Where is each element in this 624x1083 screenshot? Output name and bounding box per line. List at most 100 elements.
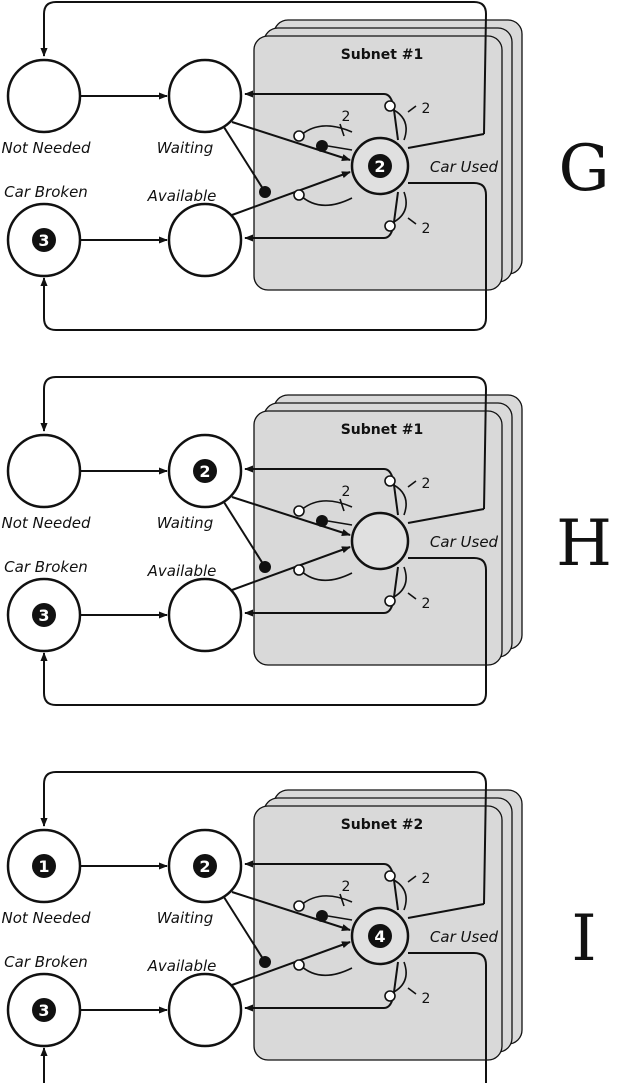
label-not-needed: Not Needed: [2, 514, 91, 532]
arc-waiting-carused: [231, 891, 351, 931]
car-used-top-out: [407, 508, 485, 524]
weight-label-upper-right: 2: [422, 101, 431, 117]
arc-waiting-carused: [231, 121, 351, 161]
weight-label-upper-left: 2: [342, 879, 351, 895]
inhibitor-dot-lower: [259, 956, 271, 968]
inhibitor-circle-upper-left: [293, 130, 305, 142]
label-waiting: Waiting: [157, 514, 213, 532]
place-not-needed: [6, 58, 82, 134]
subnet-label: Subnet #1: [341, 422, 424, 438]
inhibitor-circle-upper-left: [293, 900, 305, 912]
tick-upper-left: [339, 123, 345, 137]
tick-lower-right: [407, 592, 417, 600]
place-not-needed: [6, 433, 82, 509]
tick-upper-left: [339, 498, 345, 512]
inhibitor-dot-upper: [316, 140, 328, 152]
inhibitor-circle-lower-right: [384, 220, 396, 232]
tick-upper-left: [339, 893, 345, 907]
inhibitor-circle-upper-right: [384, 475, 396, 487]
inhibitor-circle-upper-right: [384, 100, 396, 112]
token-count-car-used: 2: [374, 157, 385, 176]
inhibitor-circle-upper-right: [384, 870, 396, 882]
arc-available-carused: [231, 941, 351, 986]
inhibitor-dot-lower: [259, 186, 271, 198]
label-available: Available: [147, 562, 217, 580]
arc-waiting-diagonal: [221, 123, 266, 193]
label-not-needed: Not Needed: [2, 139, 91, 157]
label-car-broken: Car Broken: [4, 558, 88, 576]
inhibitor-dot-upper: [316, 910, 328, 922]
inhibitor-circle-upper-left: [293, 505, 305, 517]
arc-waiting-diagonal: [221, 498, 266, 568]
label-car-broken: Car Broken: [4, 953, 88, 971]
label-available: Available: [147, 187, 217, 205]
weight-label-upper-right: 2: [422, 871, 431, 887]
place-available: [167, 972, 243, 1048]
label-car-used: Car Used: [430, 928, 499, 946]
car-used-top-out: [407, 133, 485, 149]
arc-available-carused: [231, 546, 351, 591]
tick-upper-right: [407, 480, 417, 488]
label-car-broken: Car Broken: [4, 183, 88, 201]
label-available: Available: [147, 957, 217, 975]
token-count-waiting: 2: [199, 857, 210, 876]
weight-label-upper-right: 2: [422, 476, 431, 492]
loop-arc-bottom: [40, 557, 487, 706]
token-car-broken: [32, 603, 56, 627]
tick-upper-right: [407, 105, 417, 113]
place-available: [167, 577, 243, 653]
token-count-car-broken: 3: [38, 606, 49, 625]
label-car-used: Car Used: [430, 533, 499, 551]
token-count-car-used: 4: [374, 927, 385, 946]
token-not-needed: [32, 854, 56, 878]
inhibitor-circle-lower-right: [384, 990, 396, 1002]
inhibitor-circle-lower-left: [293, 959, 305, 971]
place-available: [167, 202, 243, 278]
weight-label-upper-left: 2: [342, 484, 351, 500]
panel-letter: I: [571, 902, 596, 976]
inhibitor-circle-lower-left: [293, 189, 305, 201]
inhibitor-circle-lower-left: [293, 564, 305, 576]
loop-arc-top: [40, 1, 488, 135]
arc-waiting-diagonal: [221, 893, 266, 963]
weight-label-upper-left: 2: [342, 109, 351, 125]
loop-arc-bottom: [40, 952, 487, 1083]
token-waiting: [193, 459, 217, 483]
loop-arc-bottom: [40, 182, 487, 331]
label-waiting: Waiting: [157, 909, 213, 927]
tick-upper-right: [407, 875, 417, 883]
weight-label-lower-right: 2: [422, 596, 431, 612]
place-car-used: [350, 511, 410, 571]
token-car-broken: [32, 228, 56, 252]
subnet-label: Subnet #2: [341, 817, 424, 833]
weight-label-lower-right: 2: [422, 991, 431, 1007]
tick-lower-right: [407, 987, 417, 995]
inhibitor-dot-upper: [316, 515, 328, 527]
arc-waiting-carused: [231, 496, 351, 536]
inhibitor-circle-lower-right: [384, 595, 396, 607]
loop-upper-inner: [327, 520, 353, 526]
weight-label-lower-right: 2: [422, 221, 431, 237]
loop-upper-inner: [327, 915, 353, 921]
car-used-top-out: [407, 903, 485, 919]
token-car-used: [368, 154, 392, 178]
loop-arc-top: [40, 376, 488, 510]
subnet-label: Subnet #1: [341, 47, 424, 63]
tick-lower-right: [407, 217, 417, 225]
token-car-broken: [32, 998, 56, 1022]
label-waiting: Waiting: [157, 139, 213, 157]
loop-arc-top: [40, 771, 488, 905]
token-count-waiting: 2: [199, 462, 210, 481]
label-car-used: Car Used: [430, 158, 499, 176]
panel-letter: G: [558, 132, 609, 206]
token-car-used: [368, 924, 392, 948]
label-not-needed: Not Needed: [2, 909, 91, 927]
token-count-car-broken: 3: [38, 1001, 49, 1020]
token-waiting: [193, 854, 217, 878]
token-count-not-needed: 1: [38, 857, 49, 876]
